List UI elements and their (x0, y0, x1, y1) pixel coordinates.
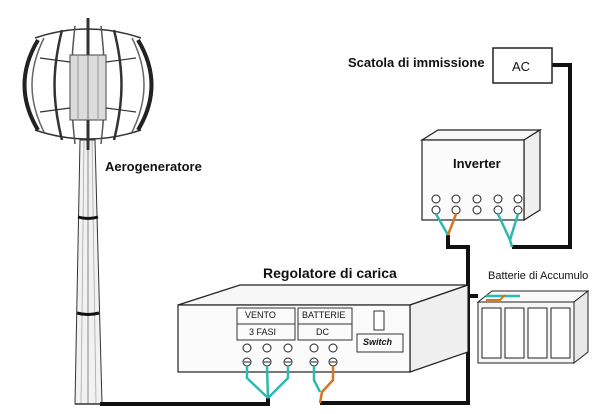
cable-turbine-to-controller (100, 398, 270, 406)
dc-panel-label: DC (316, 327, 329, 337)
battery-bank (476, 289, 590, 365)
inverter-terminals (431, 194, 523, 215)
cable-battery-bus-to-inverter (446, 235, 470, 296)
cable-inverter-to-ac (512, 63, 572, 249)
inverter-wires (434, 213, 520, 248)
batteries-label: Batterie di Accumulo (488, 270, 589, 282)
wind-panel-label: VENTO (245, 310, 276, 320)
phases-panel-label: 3 FASI (249, 327, 277, 337)
grid-box-label: Scatola di immissione (348, 55, 485, 70)
controller-terminals (242, 343, 338, 367)
turbine-tower (74, 139, 103, 405)
turbine-rotor (22, 18, 154, 150)
wind-turbine (22, 18, 154, 405)
inverter-label: Inverter (453, 156, 501, 171)
ac-box (492, 47, 553, 84)
controller-ac-wires (245, 365, 290, 399)
battery-panel-label: BATTERIE (302, 310, 346, 320)
controller-dc-wires (312, 366, 335, 404)
switch-label: Switch (363, 337, 393, 347)
charge-controller-label: Regolatore di carica (263, 265, 397, 281)
charge-controller (177, 284, 469, 404)
ac-label: AC (512, 59, 531, 74)
wind-generator-label: Aerogeneratore (105, 159, 202, 174)
inverter (419, 128, 543, 248)
